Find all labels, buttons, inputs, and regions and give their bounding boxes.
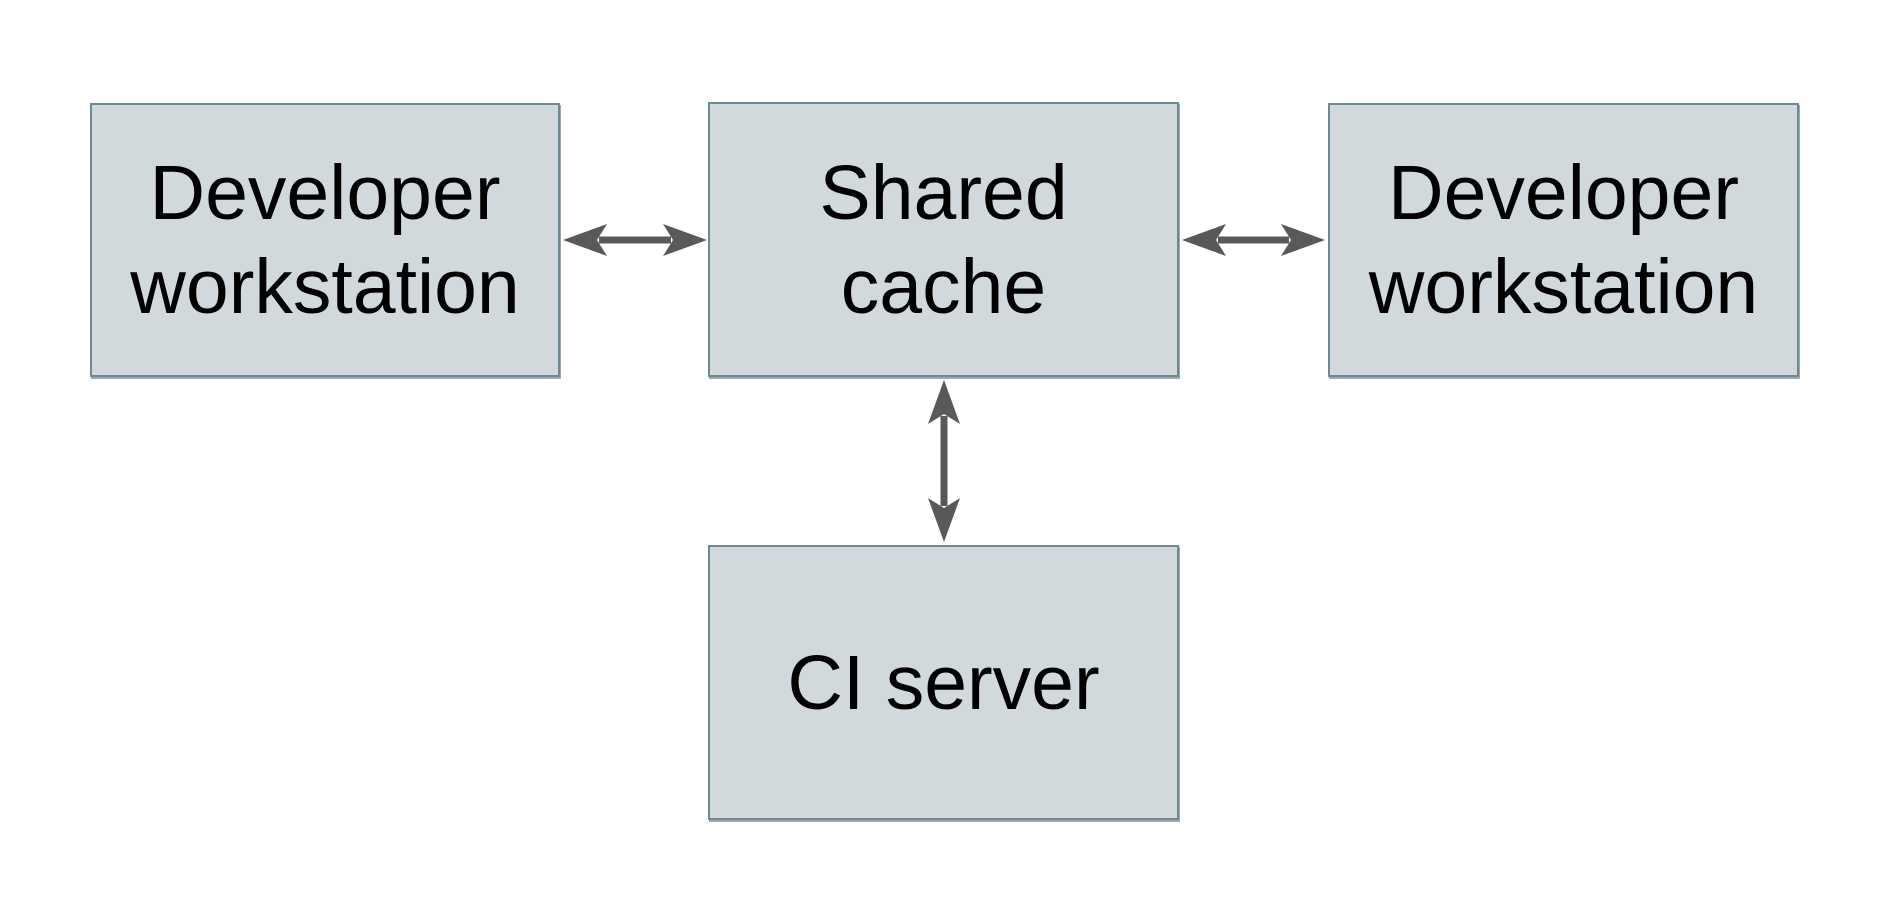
double-arrow-left-cache: [563, 224, 707, 256]
node-label-line: Developer: [149, 150, 501, 236]
double-arrow-cache-ci: [928, 380, 960, 542]
node-developer-workstation-left: Developer workstation: [90, 103, 560, 377]
node-label-line: cache: [840, 243, 1047, 330]
node-label: Developer workstation: [1369, 146, 1758, 334]
node-shared-cache: Shared cache: [708, 102, 1179, 377]
node-label-line: Developer: [1388, 150, 1739, 236]
double-arrow-cache-right: [1182, 224, 1325, 256]
node-label-line: workstation: [1368, 244, 1759, 330]
node-label: CI server: [787, 636, 1099, 730]
node-ci-server: CI server: [708, 545, 1179, 820]
node-label-line: CI server: [787, 639, 1100, 726]
node-label: Developer workstation: [130, 146, 519, 334]
node-label: Shared cache: [819, 146, 1067, 334]
node-label-line: workstation: [130, 244, 520, 330]
node-developer-workstation-right: Developer workstation: [1328, 103, 1799, 377]
node-label-line: Shared: [819, 149, 1068, 236]
